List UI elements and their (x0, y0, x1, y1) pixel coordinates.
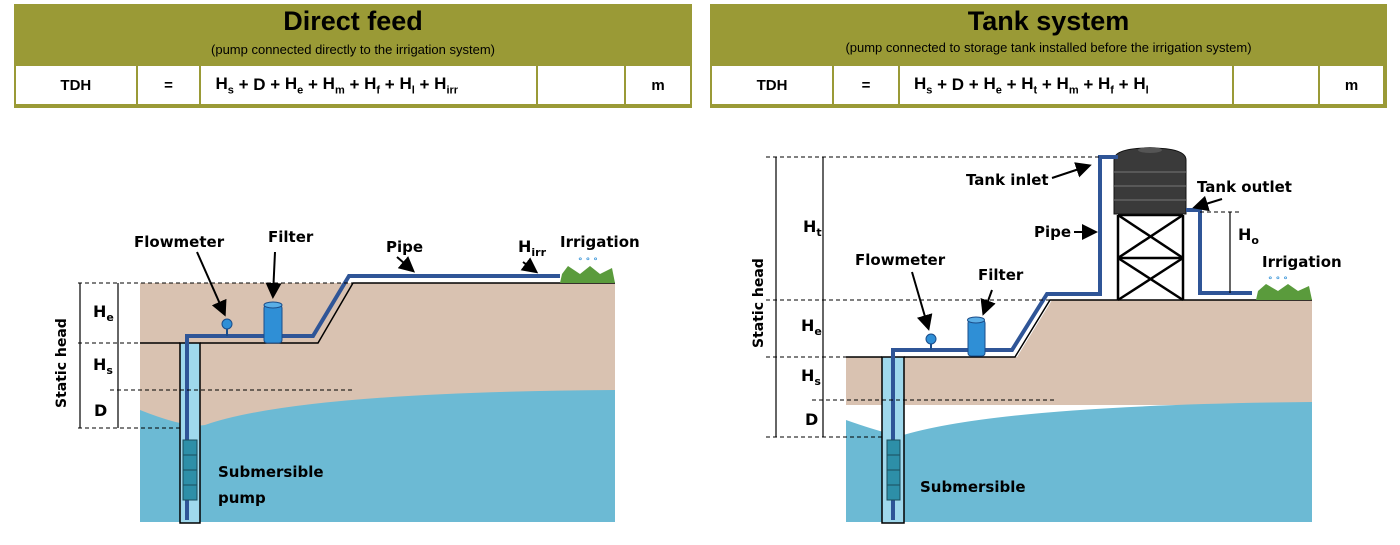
tank-inlet-arrow (1051, 162, 1092, 179)
direct-water (140, 390, 615, 522)
direct-diagram: ° ° ° Flowmeter Filter Pipe Hirr Irrigat… (54, 228, 640, 524)
direct-static-head-label: Static head (54, 318, 70, 408)
direct-soil-top (140, 283, 615, 395)
formula-term: Hf (364, 73, 381, 97)
direct-filter-arrow (265, 251, 282, 299)
tank-diagram: ° ° ° Tank inlet Tank outlet Pipe Flowme… (751, 147, 1342, 524)
formula-operator: + (1001, 75, 1022, 94)
direct-pump-label-1: Submersible (218, 463, 324, 481)
tank-d-label: D (805, 410, 818, 429)
submersible-pump-icon (182, 439, 198, 501)
direct-title: Direct feed (283, 6, 423, 36)
tank-subtitle: (pump connected to storage tank installe… (845, 40, 1252, 55)
tank-blank-cell (1234, 66, 1318, 104)
direct-filter-label: Filter (268, 228, 314, 246)
formula-operator: + (1037, 75, 1057, 94)
formula-term: Hl (399, 73, 415, 97)
formula-operator: + (380, 75, 400, 94)
tank-ht-label: Ht (803, 217, 822, 239)
formula-operator: + (303, 75, 323, 94)
tank-outlet-arrow (1192, 195, 1223, 212)
direct-unit: m (626, 66, 690, 104)
direct-flowmeter-label: Flowmeter (134, 233, 225, 251)
formula-term: Ht (1021, 73, 1038, 97)
direct-pipe-arrow (396, 256, 416, 273)
storage-tank-icon (1113, 147, 1187, 215)
formula-term: Hs (914, 73, 933, 97)
direct-subtitle: (pump connected directly to the irrigati… (211, 42, 495, 57)
tank-submersible-pump-icon (886, 439, 901, 501)
tank-unit: m (1320, 66, 1383, 104)
filter-icon (263, 301, 283, 344)
tank-irrigation-label: Irrigation (1262, 253, 1342, 271)
tank-outlet-label: Tank outlet (1197, 178, 1292, 196)
direct-he-label: He (93, 302, 114, 324)
svg-text:° ° °: ° ° ° (578, 257, 598, 267)
tank-ref-lines (766, 156, 1100, 438)
tank-inlet-label: Tank inlet (966, 171, 1049, 189)
tank-formula: Hs + D + He + Ht + Hm + Hf + Hl (900, 66, 1232, 104)
tank-tdh-eq: = (834, 66, 898, 104)
tank-soil (846, 300, 1312, 405)
flowmeter-icon (221, 318, 233, 336)
formula-term: He (983, 73, 1002, 97)
formula-term: Hirr (434, 73, 459, 97)
direct-hs-label: Hs (93, 355, 113, 377)
svg-text:° ° °: ° ° ° (1268, 276, 1288, 286)
formula-term: Hm (1056, 73, 1079, 97)
formula-term: He (284, 73, 304, 97)
direct-tdh-row: TDH = Hs + D + He + Hm + Hf + Hl + Hirr … (14, 64, 692, 106)
tank-filter-arrow (980, 289, 996, 316)
formula-operator: + (1078, 75, 1098, 94)
formula-operator: + (344, 75, 365, 94)
direct-hirr-arrow (520, 257, 539, 274)
formula-operator: + (414, 75, 435, 94)
tank-filter-label: Filter (978, 266, 1024, 284)
tank-hs-label: Hs (801, 366, 821, 388)
direct-flowmeter-arrow (196, 251, 227, 317)
tank-ho-label: Ho (1238, 225, 1259, 247)
formula-operator: + D + (932, 75, 984, 94)
tank-flowmeter-icon (925, 333, 937, 350)
formula-term: Hf (1097, 73, 1114, 97)
direct-ref-lines (78, 282, 560, 429)
irrigation-icon: ° ° ° (560, 257, 615, 283)
direct-pump-label-2: pump (218, 489, 266, 507)
formula-operator: + (1113, 75, 1134, 94)
formula-term: Hl (1133, 73, 1149, 97)
direct-d-label: D (94, 401, 107, 420)
direct-pipe (185, 274, 560, 520)
tank-stand (1116, 213, 1185, 302)
direct-hirr-label: Hirr (518, 237, 547, 259)
direct-tdh-eq: = (137, 66, 200, 104)
tank-irrigation-icon: ° ° ° (1256, 276, 1312, 300)
tank-static-head-label: Static head (751, 258, 767, 348)
tank-flowmeter-label: Flowmeter (855, 251, 946, 269)
formula-operator: + D + (233, 75, 285, 94)
tank-flowmeter-arrow (911, 271, 933, 331)
tank-filter-icon (967, 316, 986, 357)
tank-pump-label: Submersible (920, 478, 1026, 496)
tank-water (846, 402, 1312, 522)
direct-pipe-label: Pipe (386, 238, 423, 256)
direct-blank-cell (538, 66, 625, 104)
direct-irrigation-label: Irrigation (560, 233, 640, 251)
tank-pipe-label: Pipe (1034, 223, 1071, 241)
tank-he-label: He (801, 316, 822, 338)
formula-term: Hs (215, 73, 234, 97)
direct-formula: Hs + D + He + Hm + Hf + Hl + Hirr (201, 66, 537, 104)
direct-tdh-label: TDH (16, 66, 136, 104)
formula-term: Hm (322, 73, 345, 97)
tank-tdh-row: TDH = Hs + D + He + Ht + Hm + Hf + Hl m (710, 64, 1387, 106)
tank-tdh-label: TDH (712, 66, 832, 104)
tank-title: Tank system (967, 6, 1130, 36)
